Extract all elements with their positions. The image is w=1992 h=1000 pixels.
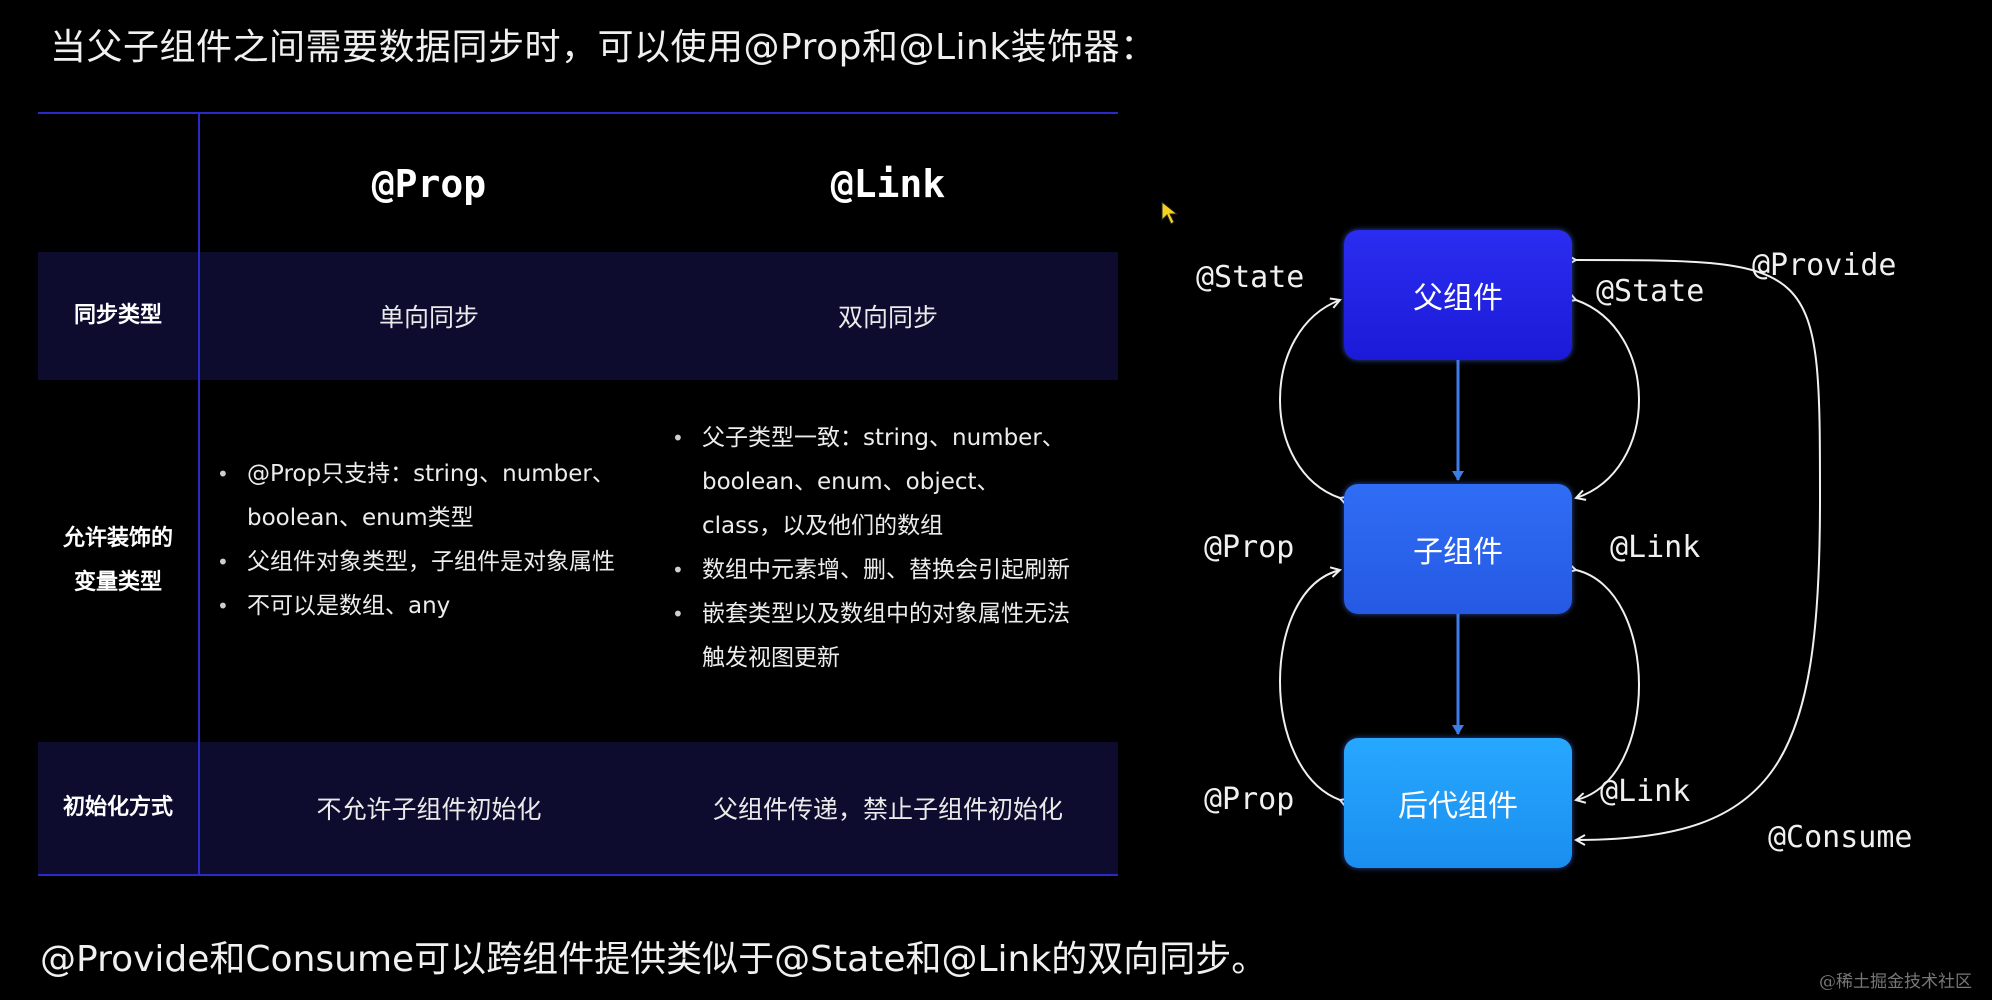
list-item: 不可以是数组、any (213, 584, 658, 628)
label-left-bottom: @Prop (1204, 782, 1295, 817)
sync-arc-right-parent-child (1576, 300, 1640, 498)
row-label-sync-type: 同步类型 (73, 303, 162, 328)
table-row-init-method: 初始化方式 不允许子组件初始化 父组件传递，禁止子组件初始化 (38, 742, 1118, 876)
watermark: @稀土掘金技术社区 (1819, 972, 1972, 992)
list-item: 父子类型一致：string、number、 boolean、enum、objec… (668, 416, 1118, 548)
page-title: 当父子组件之间需要数据同步时，可以使用@Prop和@Link装饰器： (50, 27, 1157, 68)
diagram-connectors (1279, 200, 1822, 900)
node-descendant-component: 后代组件 (1344, 738, 1572, 868)
sync-arc-left-child-descendant (1279, 570, 1340, 800)
column-header-prop: @Prop (371, 162, 487, 206)
cursor-icon (1161, 200, 1179, 225)
list-item-text: 父组件对象类型，子组件是对象属性 (247, 549, 615, 575)
list-item-text: @Prop只支持：string、number、 (247, 461, 615, 487)
list-item-text: 数组中元素增、删、替换会引起刷新 (702, 557, 1070, 583)
list-item-text: 父子类型一致：string、number、 (702, 425, 1065, 451)
sync-arc-right-child-descendant (1576, 570, 1640, 800)
comparison-table: @Prop @Link 同步类型 单向同步 双向同步 允许装饰的 变量类型 @P… (38, 112, 1118, 876)
sync-arc-left-parent-child (1279, 300, 1340, 498)
row-label-line: 允许装饰的 (62, 526, 173, 551)
list-item-text: boolean、enum、object、 (702, 469, 1000, 495)
cell-sync-prop: 单向同步 (378, 303, 479, 332)
table-column-divider (198, 112, 200, 874)
label-right-bottom: @Link (1600, 774, 1691, 809)
footer-note: @Provide和Consume可以跨组件提供类似于@State和@Link的双… (40, 939, 1268, 980)
list-item-text: boolean、enum类型 (247, 505, 474, 531)
row-label-line: 变量类型 (73, 570, 162, 595)
list-item-text: 嵌套类型以及数组中的对象属性无法 (702, 601, 1070, 627)
label-left-mid: @Prop (1204, 530, 1295, 565)
cell-init-prop: 不允许子组件初始化 (316, 795, 542, 824)
label-consume: @Consume (1768, 820, 1913, 855)
row-label-variable-types: 允许装饰的 变量类型 (38, 380, 198, 742)
label-left-top: @State (1196, 260, 1305, 295)
list-item: 数组中元素增、删、替换会引起刷新 (668, 548, 1118, 592)
bullet-list-prop: @Prop只支持：string、number、 boolean、enum类型 父… (213, 452, 658, 628)
list-item-text: class，以及他们的数组 (702, 513, 944, 539)
list-item: 父组件对象类型，子组件是对象属性 (213, 540, 658, 584)
cell-vars-prop: @Prop只支持：string、number、 boolean、enum类型 父… (213, 452, 658, 628)
bullet-list-link: 父子类型一致：string、number、 boolean、enum、objec… (668, 416, 1118, 680)
cell-sync-link: 双向同步 (837, 303, 938, 332)
list-item: 嵌套类型以及数组中的对象属性无法 触发视图更新 (668, 592, 1118, 680)
list-item-text: 不可以是数组、any (247, 593, 451, 619)
list-item: @Prop只支持：string、number、 boolean、enum类型 (213, 452, 658, 540)
component-sync-diagram: 父组件 子组件 后代组件 @State @State @Prop @Link @… (1160, 200, 1980, 900)
label-provide: @Provide (1752, 248, 1897, 283)
table-row-sync-type: 同步类型 单向同步 双向同步 (38, 252, 1118, 380)
table-header-row: @Prop @Link (38, 112, 1118, 256)
label-right-mid: @Link (1610, 530, 1701, 565)
cell-vars-link: 父子类型一致：string、number、 boolean、enum、objec… (668, 416, 1118, 680)
label-right-top: @State (1596, 274, 1705, 309)
row-label-init-method: 初始化方式 (62, 795, 173, 820)
node-parent-component: 父组件 (1344, 230, 1572, 360)
cell-init-link: 父组件传递，禁止子组件初始化 (712, 795, 1063, 824)
sync-arc-provide-consume (1576, 260, 1822, 840)
node-child-component: 子组件 (1344, 484, 1572, 614)
table-row-variable-types: 允许装饰的 变量类型 @Prop只支持：string、number、 boole… (38, 380, 1118, 742)
list-item-text: 触发视图更新 (702, 645, 840, 671)
column-header-link: @Link (830, 162, 946, 206)
